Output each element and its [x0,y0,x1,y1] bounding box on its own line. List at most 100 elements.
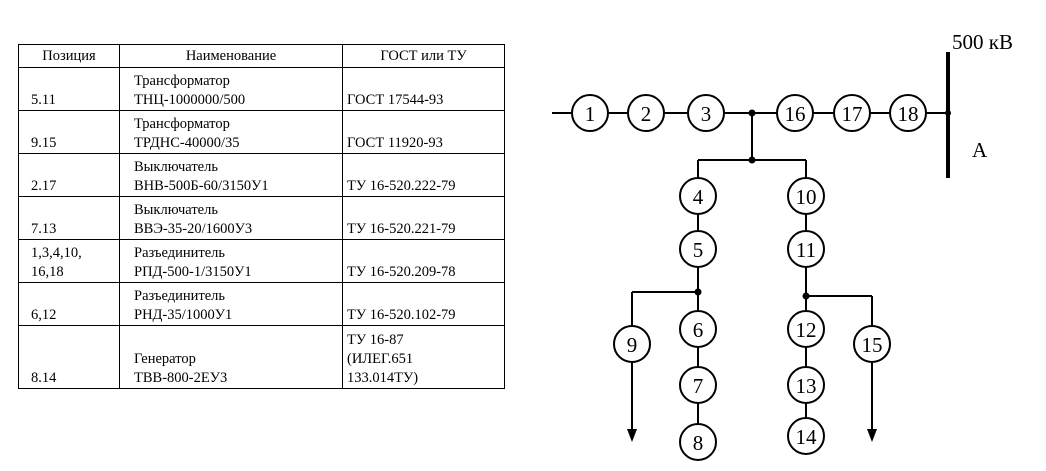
node-label: 8 [693,431,704,455]
cell-position: 5.11 [18,67,120,111]
cell-name-line: Выключатель [134,202,218,218]
node-circle [687,94,725,132]
cell-standard-line: (ИЛЕГ.651 [347,351,414,367]
node-5: 5 [679,230,717,268]
node-17: 17 [833,94,871,132]
cell-position-line: 7.13 [31,221,57,237]
node-circle [679,177,717,215]
node-label: 13 [796,374,817,398]
node-label: 9 [627,333,638,357]
node-label: 15 [862,333,883,357]
arrow-down-icon [867,429,877,442]
cell-position: 1,3,4,10,16,18 [18,239,120,283]
cell-name-line: Трансформатор [134,73,230,89]
cell-position-line: 16,18 [31,264,64,280]
node-4: 4 [679,177,717,215]
node-circle [853,325,891,363]
node-18: 18 [889,94,927,132]
node-label: 7 [693,374,704,398]
cell-name-line: Трансформатор [134,116,230,132]
cell-standard: ТУ 16-520.209-78 [342,239,505,283]
header-name: Наименование [119,44,343,68]
cell-standard-line: ТУ 16-87 [347,332,404,348]
node-circle [613,325,651,363]
cell-standard-line: ТУ 16-520.221-79 [347,221,456,237]
cell-position-line: 9.15 [31,135,57,151]
cell-position: 6,12 [18,282,120,326]
cell-standard: ТУ 16-520.222-79 [342,153,505,197]
cell-standard-line: ТУ 16-520.222-79 [347,178,456,194]
node-circle [889,94,927,132]
node-label: 4 [693,185,704,209]
cell-name-line: Генератор [134,351,196,367]
point-label: А [972,138,988,162]
cell-standard-line: ГОСТ 17544-93 [347,92,444,108]
cell-name-line: Разъединитель [134,245,226,261]
cell-standard-line: ГОСТ 11920-93 [347,135,443,151]
arrow-down-icon [627,429,637,442]
node-label: 10 [796,185,817,209]
node-circle [833,94,871,132]
node-11: 11 [787,230,825,268]
bus-junction [945,110,951,116]
cell-position-line: 2.17 [31,178,57,194]
cell-position: 8.14 [18,325,120,389]
node-9: 9 [613,325,651,363]
node-2: 2 [627,94,665,132]
node-circle [787,310,825,348]
node-label: 12 [796,318,817,342]
cell-name-line: ТРДНС-40000/35 [134,135,240,151]
cell-name-line: РПД-500-1/3150У1 [134,264,252,280]
node-10: 10 [787,177,825,215]
node-label: 3 [701,102,712,126]
cell-standard-line: ТУ 16-520.209-78 [347,264,456,280]
node-circle [679,423,717,461]
node-label: 2 [641,102,652,126]
cell-name-line: ВНВ-500Б-60/3150У1 [134,178,269,194]
node-14: 14 [787,417,825,455]
cell-position-line: 8.14 [31,370,57,386]
cell-name-line: ВВЭ-35-20/1600У3 [134,221,253,237]
cell-standard-line: 133.014ТУ) [347,370,419,386]
node-3: 3 [687,94,725,132]
cell-position: 2.17 [18,153,120,197]
node-circle [679,366,717,404]
node-circle [679,230,717,268]
cell-position-line: 6,12 [31,307,57,323]
cell-position: 9.15 [18,110,120,154]
cell-name-line: РНД-35/1000У1 [134,307,233,323]
table-header-row: Позиция Наименование ГОСТ или ТУ [18,44,505,68]
node-1: 1 [571,94,609,132]
node-12: 12 [787,310,825,348]
node-circle [787,230,825,268]
node-label: 17 [842,102,863,126]
cell-name-line: ТВВ-800-2ЕУ3 [134,370,228,386]
cell-standard: ГОСТ 17544-93 [342,67,505,111]
cell-standard: ТУ 16-87 (ИЛЕГ.651 133.014ТУ) [342,325,505,389]
node-circle [571,94,609,132]
node-15: 15 [853,325,891,363]
node-circle [776,94,814,132]
node-label: 1 [585,102,596,126]
node-label: 16 [785,102,806,126]
node-label: 14 [796,425,818,449]
node-circle [627,94,665,132]
node-label: 5 [693,238,704,262]
node-circle [679,310,717,348]
header-position: Позиция [18,44,120,68]
cell-name-line: Разъединитель [134,288,226,304]
node-6: 6 [679,310,717,348]
node-circle [787,366,825,404]
cell-position-line: 5.11 [31,92,56,108]
